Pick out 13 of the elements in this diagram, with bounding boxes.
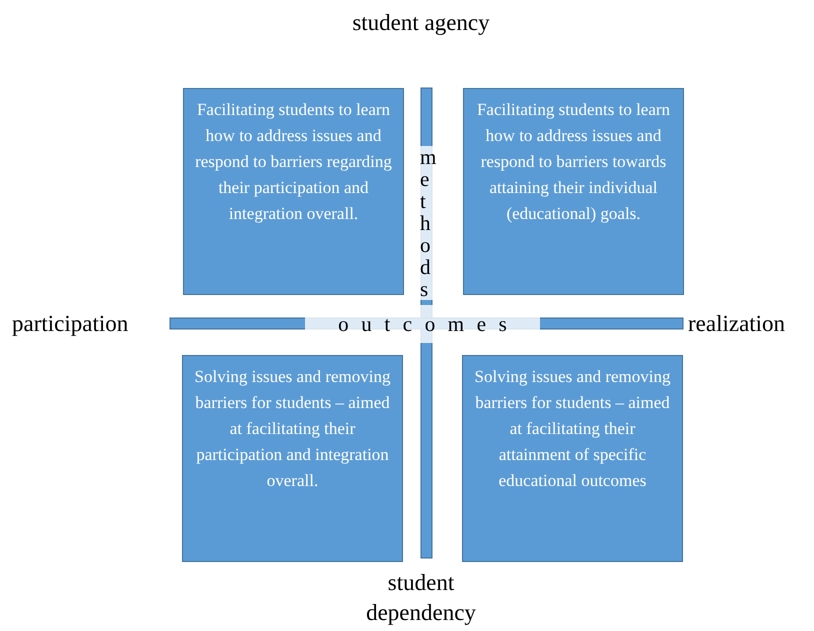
quadrant-box bbox=[182, 355, 403, 562]
axis-label: participation bbox=[12, 310, 128, 338]
quadrant-box bbox=[462, 355, 683, 562]
axis-label: student agency bbox=[351, 9, 491, 37]
axis-label: realization bbox=[688, 310, 786, 338]
quadrant-text: Solving issues and removing barriers for students – aimed at facilitating their attainment of specific educational outcomes bbox=[474, 366, 672, 492]
quadrant-box bbox=[183, 88, 404, 295]
quadrant-box bbox=[463, 88, 684, 295]
axis-title: outcomes bbox=[305, 305, 540, 343]
quadrant-text: Solving issues and removing barriers for students – aimed at facilitating their participation and integration overall. bbox=[194, 366, 392, 492]
axis-label: student dependency bbox=[365, 569, 477, 627]
quadrant-text: Facilitating students to learn how to address issues and respond to barriers regarding their participation and integration overall. bbox=[194, 99, 393, 225]
quadrant-text: Facilitating students to learn how to address issues and respond to barriers towards attaining their individual (educational) goals. bbox=[476, 99, 672, 225]
